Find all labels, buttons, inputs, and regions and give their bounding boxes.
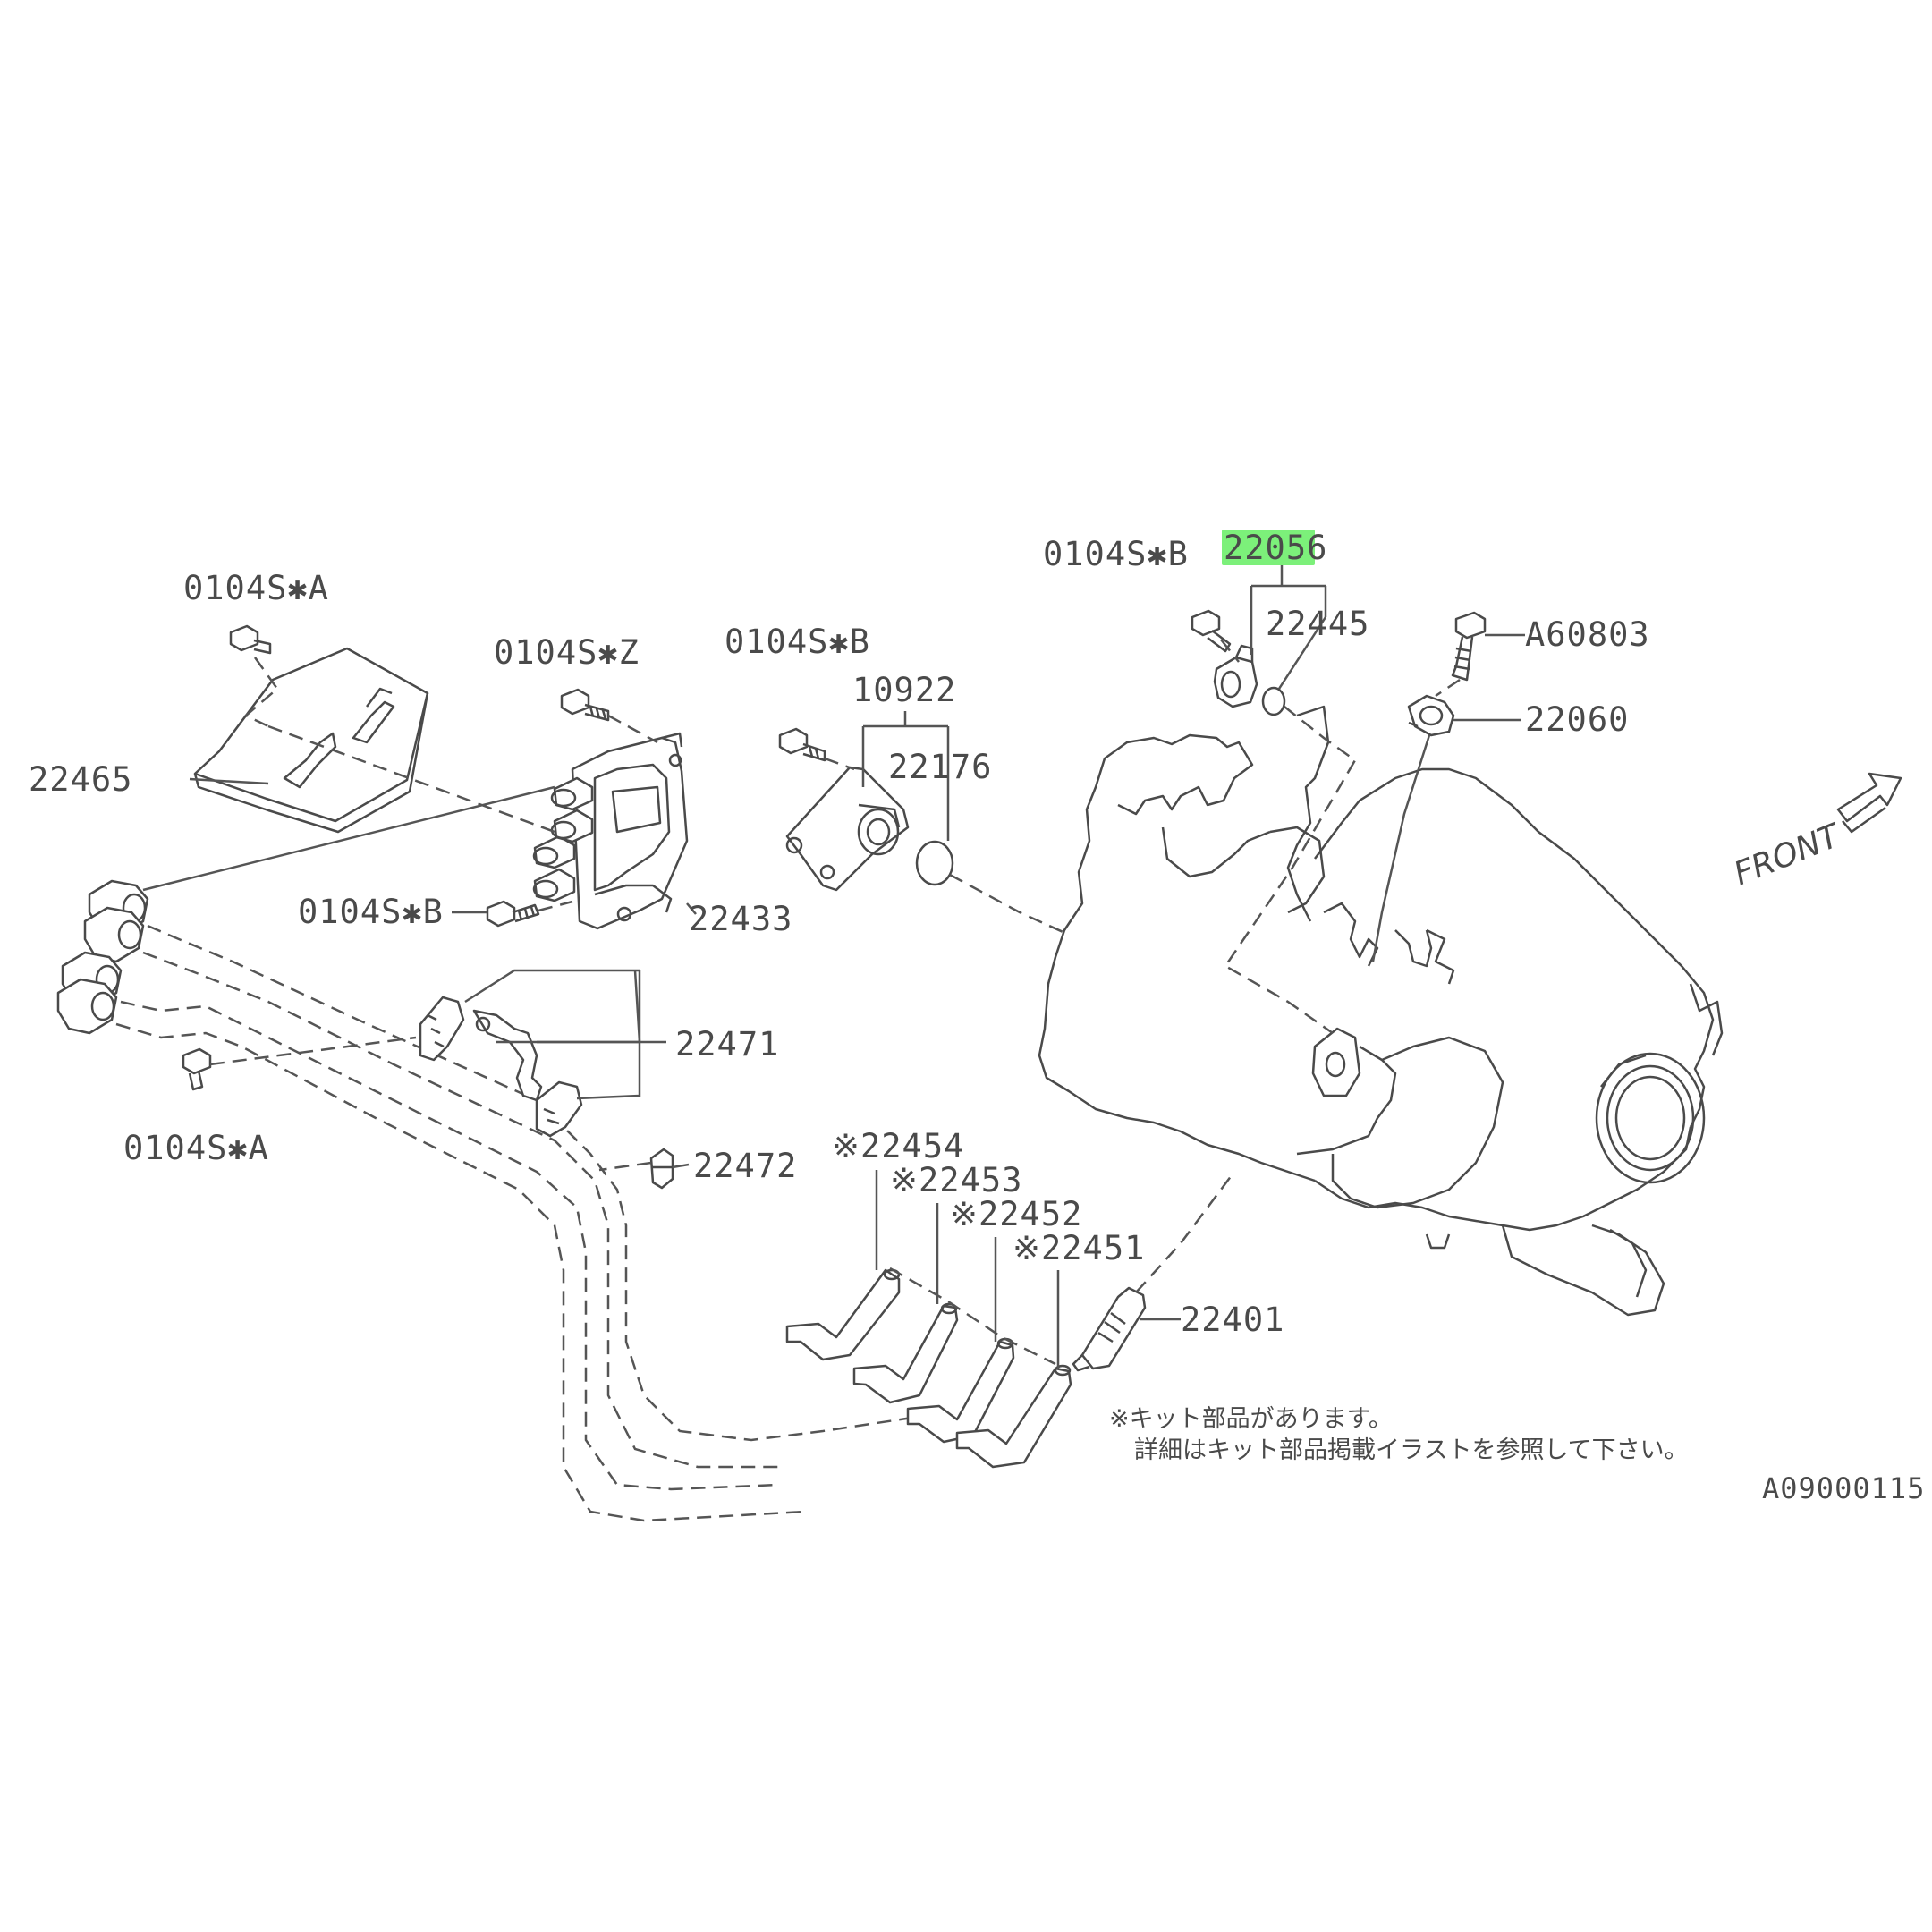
spark-plug-22401 — [1072, 1286, 1147, 1372]
oring-22176 — [915, 840, 954, 886]
cover-22465 — [193, 647, 429, 834]
part-labels: 0104S✱A 0104S✱Z 0104S✱B 10922 22176 0104… — [29, 529, 1925, 1505]
clip-22472 — [649, 1148, 674, 1190]
plug-boot-22451 — [955, 1364, 1072, 1469]
label-0104S-B-mid: 0104S✱B — [298, 893, 444, 931]
label-22176: 22176 — [888, 748, 992, 786]
label-0104S-A-bottom: 0104S✱A — [123, 1129, 269, 1167]
holder-22471 — [419, 996, 583, 1138]
wire-boots — [56, 879, 149, 1035]
label-22433: 22433 — [689, 900, 792, 938]
label-0104S-B-left: 0104S✱B — [724, 623, 870, 661]
bracket-22433 — [532, 732, 689, 930]
engine-block — [1038, 705, 1724, 1317]
note-line-1: ※キット部品があります。 — [1109, 1405, 1393, 1433]
label-22056: 22056 — [1224, 529, 1327, 567]
part-22056-highlight — [1222, 530, 1315, 565]
label-22465: 22465 — [29, 760, 132, 799]
diagram-id: A09000115 — [1762, 1471, 1925, 1505]
label-22445: 22445 — [1266, 605, 1369, 643]
plug-boot-22454 — [785, 1268, 901, 1361]
ignition-wires — [115, 924, 913, 1522]
label-22060: 22060 — [1525, 700, 1629, 739]
bolt-0104S-A-top — [229, 624, 272, 655]
label-0104S-Z: 0104S✱Z — [494, 633, 640, 672]
label-22471: 22471 — [675, 1025, 779, 1063]
label-22472: 22472 — [693, 1147, 797, 1185]
label-front: FRONT — [1729, 817, 1847, 893]
label-0104S-B-right: 0104S✱B — [1043, 535, 1189, 573]
front-arrow-icon — [1836, 772, 1902, 834]
sensor-22060 — [1407, 694, 1455, 737]
leader-lines — [142, 565, 1525, 1368]
label-22452: ※22452 — [950, 1195, 1082, 1233]
label-0104S-A-top: 0104S✱A — [183, 569, 329, 607]
label-22401: 22401 — [1181, 1301, 1284, 1339]
label-10922: 10922 — [852, 671, 956, 709]
bolt-0104S-B-mid — [486, 900, 540, 928]
oring-22445 — [1261, 686, 1286, 716]
sensor-22056 — [1213, 644, 1258, 708]
label-A60803: A60803 — [1525, 615, 1650, 654]
bolt-0104S-B-left — [778, 727, 826, 762]
bolt-0104S-Z — [560, 688, 610, 722]
plug-boot-22453 — [852, 1302, 959, 1404]
label-22453: ※22453 — [890, 1161, 1022, 1199]
label-22454: ※22454 — [832, 1127, 964, 1165]
label-22451: ※22451 — [1013, 1229, 1145, 1267]
note-line-2: 詳細はキット部品掲載イラストを参照して下さい。 — [1134, 1436, 1689, 1464]
bolt-0104S-A-bottom — [182, 1047, 212, 1091]
bolt-A60803 — [1451, 611, 1487, 682]
sensor-10922 — [785, 766, 910, 892]
